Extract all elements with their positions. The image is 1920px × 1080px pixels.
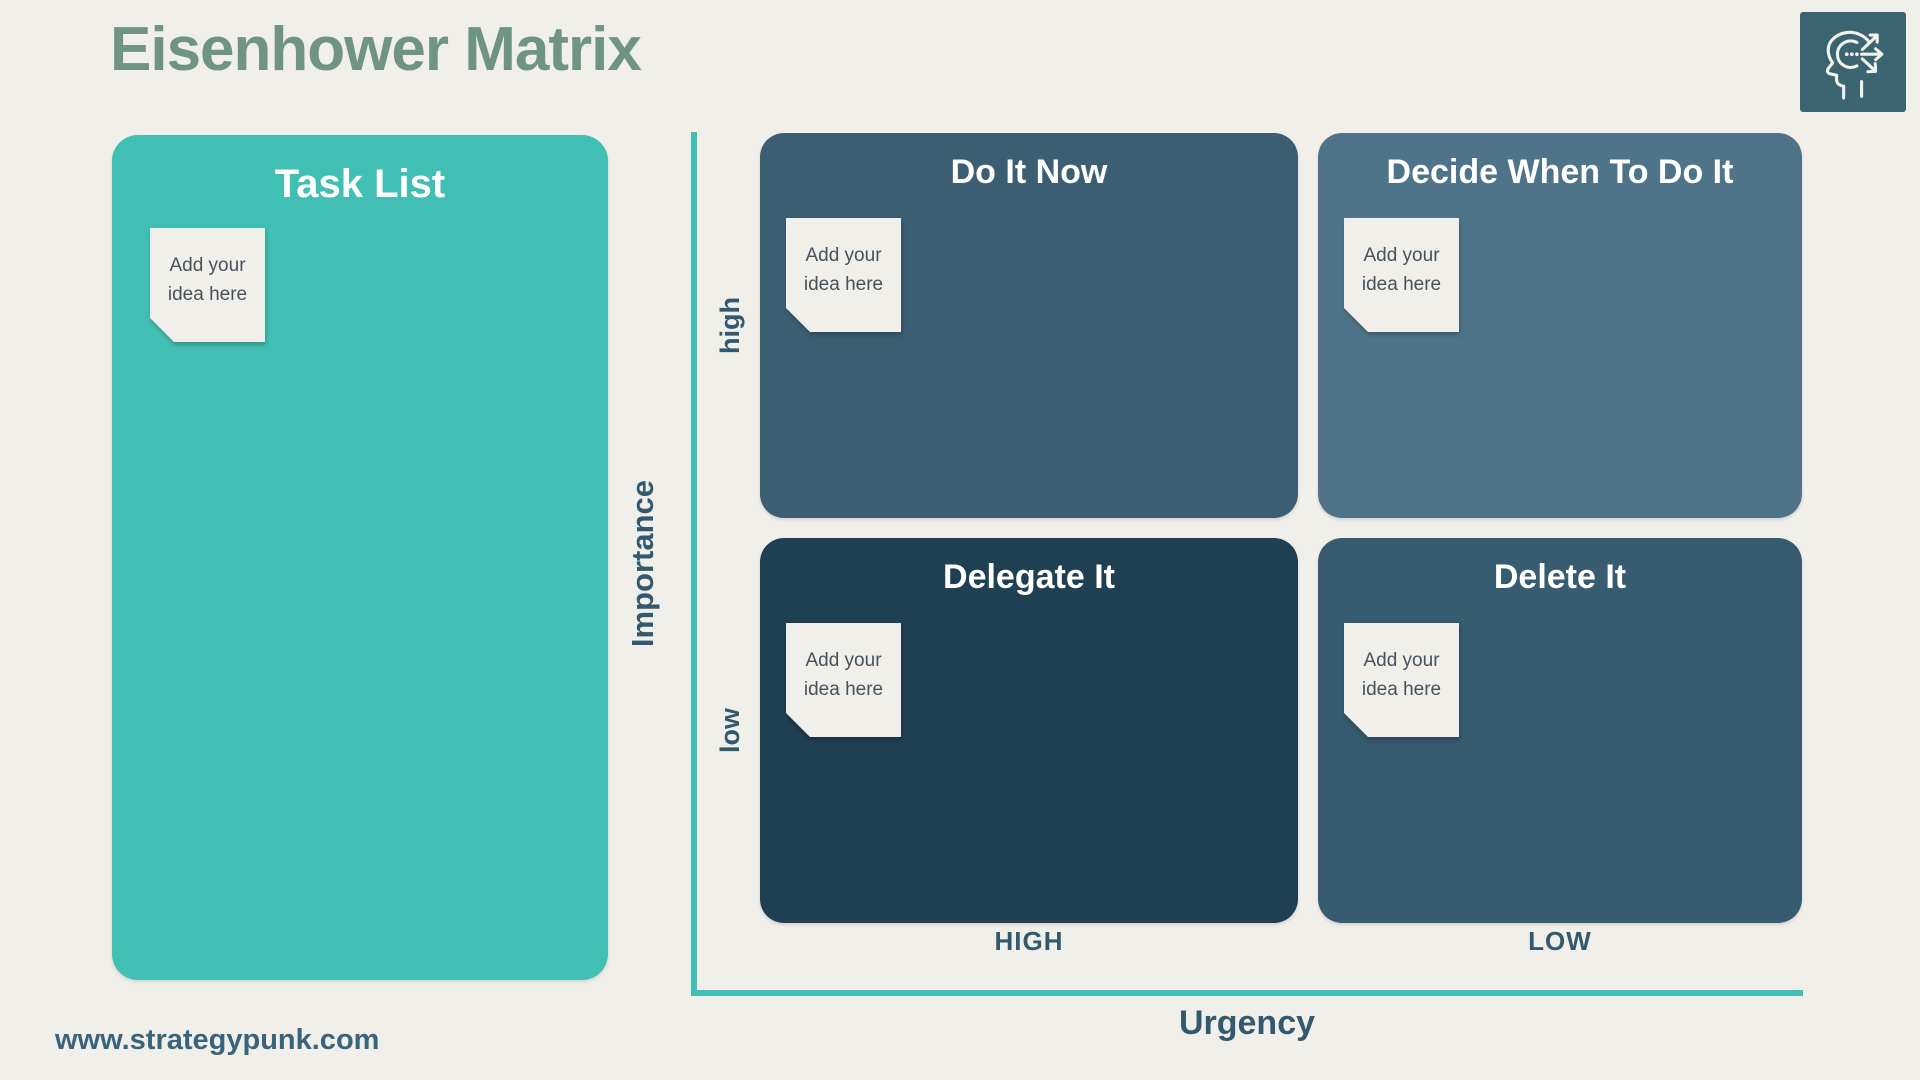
urgency-high-tick-label: HIGH <box>994 926 1064 956</box>
urgency-axis-line <box>691 990 1803 996</box>
importance-high-tick-label: high <box>714 297 745 354</box>
page-title: Eisenhower Matrix <box>110 15 642 84</box>
importance-axis-title: Importance <box>625 480 660 648</box>
do-it-now-note-placeholder[interactable]: Add your idea here <box>786 218 901 332</box>
sticky-note: Add your idea here <box>786 623 901 737</box>
urgency-axis-title: Urgency <box>1178 1004 1316 1042</box>
head-with-arrows-icon <box>1825 30 1884 100</box>
website-link[interactable]: www.strategypunk.com <box>55 1024 380 1056</box>
quadrant-delegate-it: Delegate It Add your idea here <box>760 538 1298 923</box>
delegate-note-placeholder[interactable]: Add your idea here <box>786 623 901 737</box>
importance-axis-line <box>691 132 697 996</box>
quadrant-title: Do It Now <box>950 153 1108 191</box>
sticky-note: Add your idea here <box>150 228 265 342</box>
sticky-note: Add your idea here <box>786 218 901 332</box>
quadrant-do-it-now: Do It Now Add your idea here <box>760 133 1298 518</box>
task-list-title: Task List <box>274 162 446 206</box>
sticky-note: Add your idea here <box>1344 218 1459 332</box>
brand-logo <box>1800 12 1906 112</box>
decide-note-placeholder[interactable]: Add your idea here <box>1344 218 1459 332</box>
importance-low-tick-label: low <box>714 708 745 753</box>
task-list-panel: Task List Add your idea here <box>112 135 608 980</box>
quadrant-title: Decide When To Do It <box>1386 153 1734 191</box>
sticky-note: Add your idea here <box>1344 623 1459 737</box>
quadrant-decide-when-to-do-it: Decide When To Do It Add your idea here <box>1318 133 1802 518</box>
quadrant-delete-it: Delete It Add your idea here <box>1318 538 1802 923</box>
task-list-note-placeholder[interactable]: Add your idea here <box>150 228 265 342</box>
quadrant-title: Delegate It <box>943 558 1115 596</box>
urgency-low-tick-label: LOW <box>1528 926 1592 956</box>
delete-note-placeholder[interactable]: Add your idea here <box>1344 623 1459 737</box>
quadrant-title: Delete It <box>1493 558 1627 596</box>
